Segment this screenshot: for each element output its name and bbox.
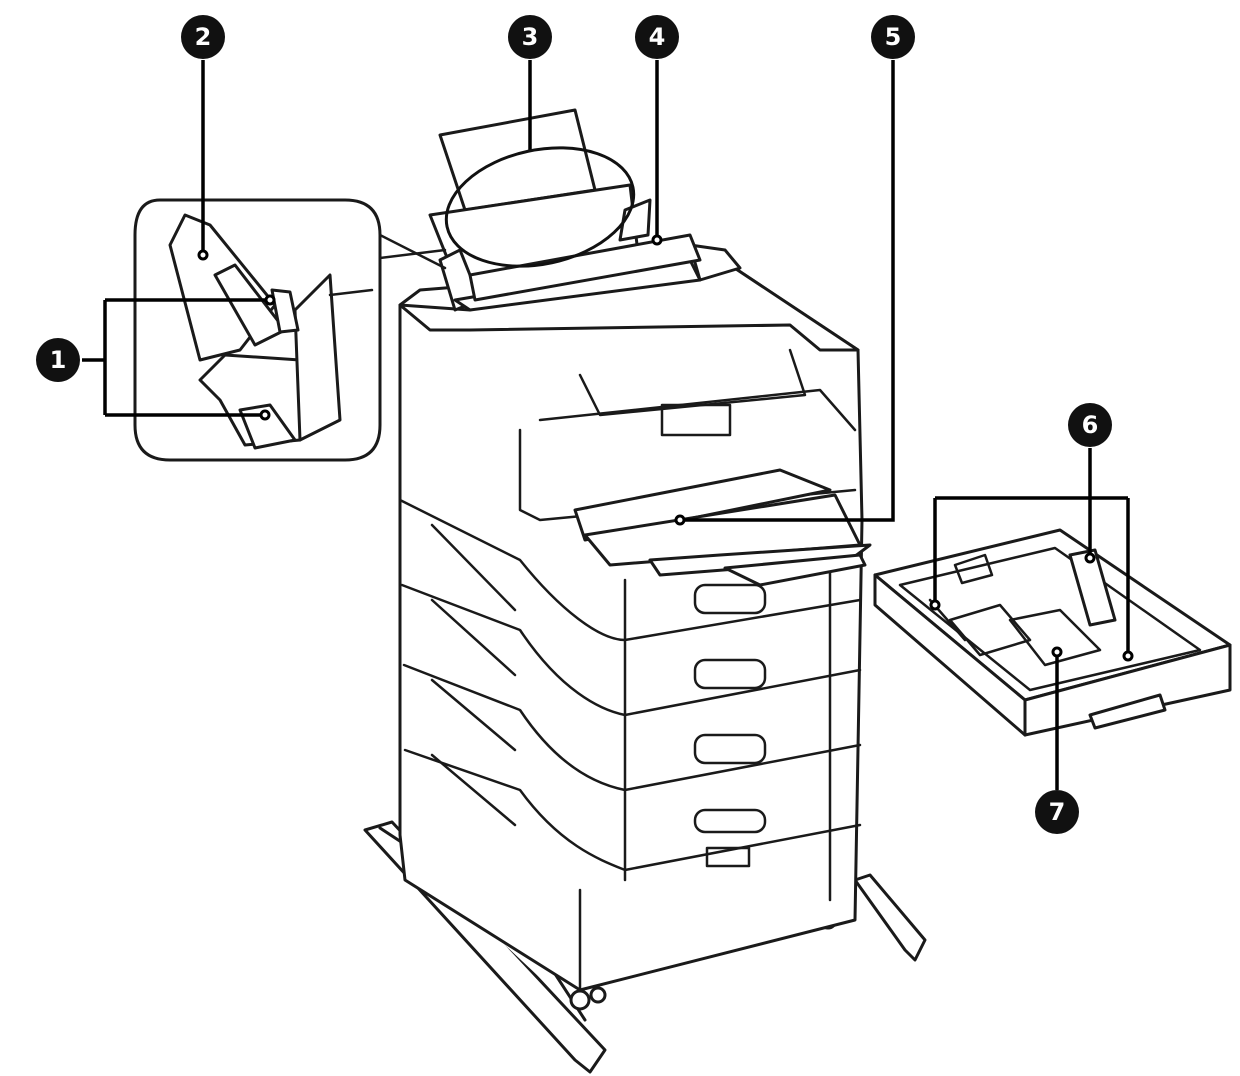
callout-number-5: 5 [885,23,902,51]
callout-number-2: 2 [195,23,212,51]
callout-number-3: 3 [522,23,539,51]
callout-badge-1: 1 [36,338,80,382]
callout-number-6: 6 [1082,411,1099,439]
callout-badge-2: 2 [181,15,225,59]
callout-badge-4: 4 [635,15,679,59]
callout-number-7: 7 [1049,798,1066,826]
callout-number-4: 4 [649,23,666,51]
paper-cassette [873,528,1232,737]
callout-number-1: 1 [50,346,67,374]
callout-leaders [82,60,1134,790]
printer-body [398,108,872,992]
callout-badge-3: 3 [508,15,552,59]
inset-detail [133,198,447,462]
callout-badge-6: 6 [1068,403,1112,447]
callout-badge-5: 5 [871,15,915,59]
callout-badge-7: 7 [1035,790,1079,834]
